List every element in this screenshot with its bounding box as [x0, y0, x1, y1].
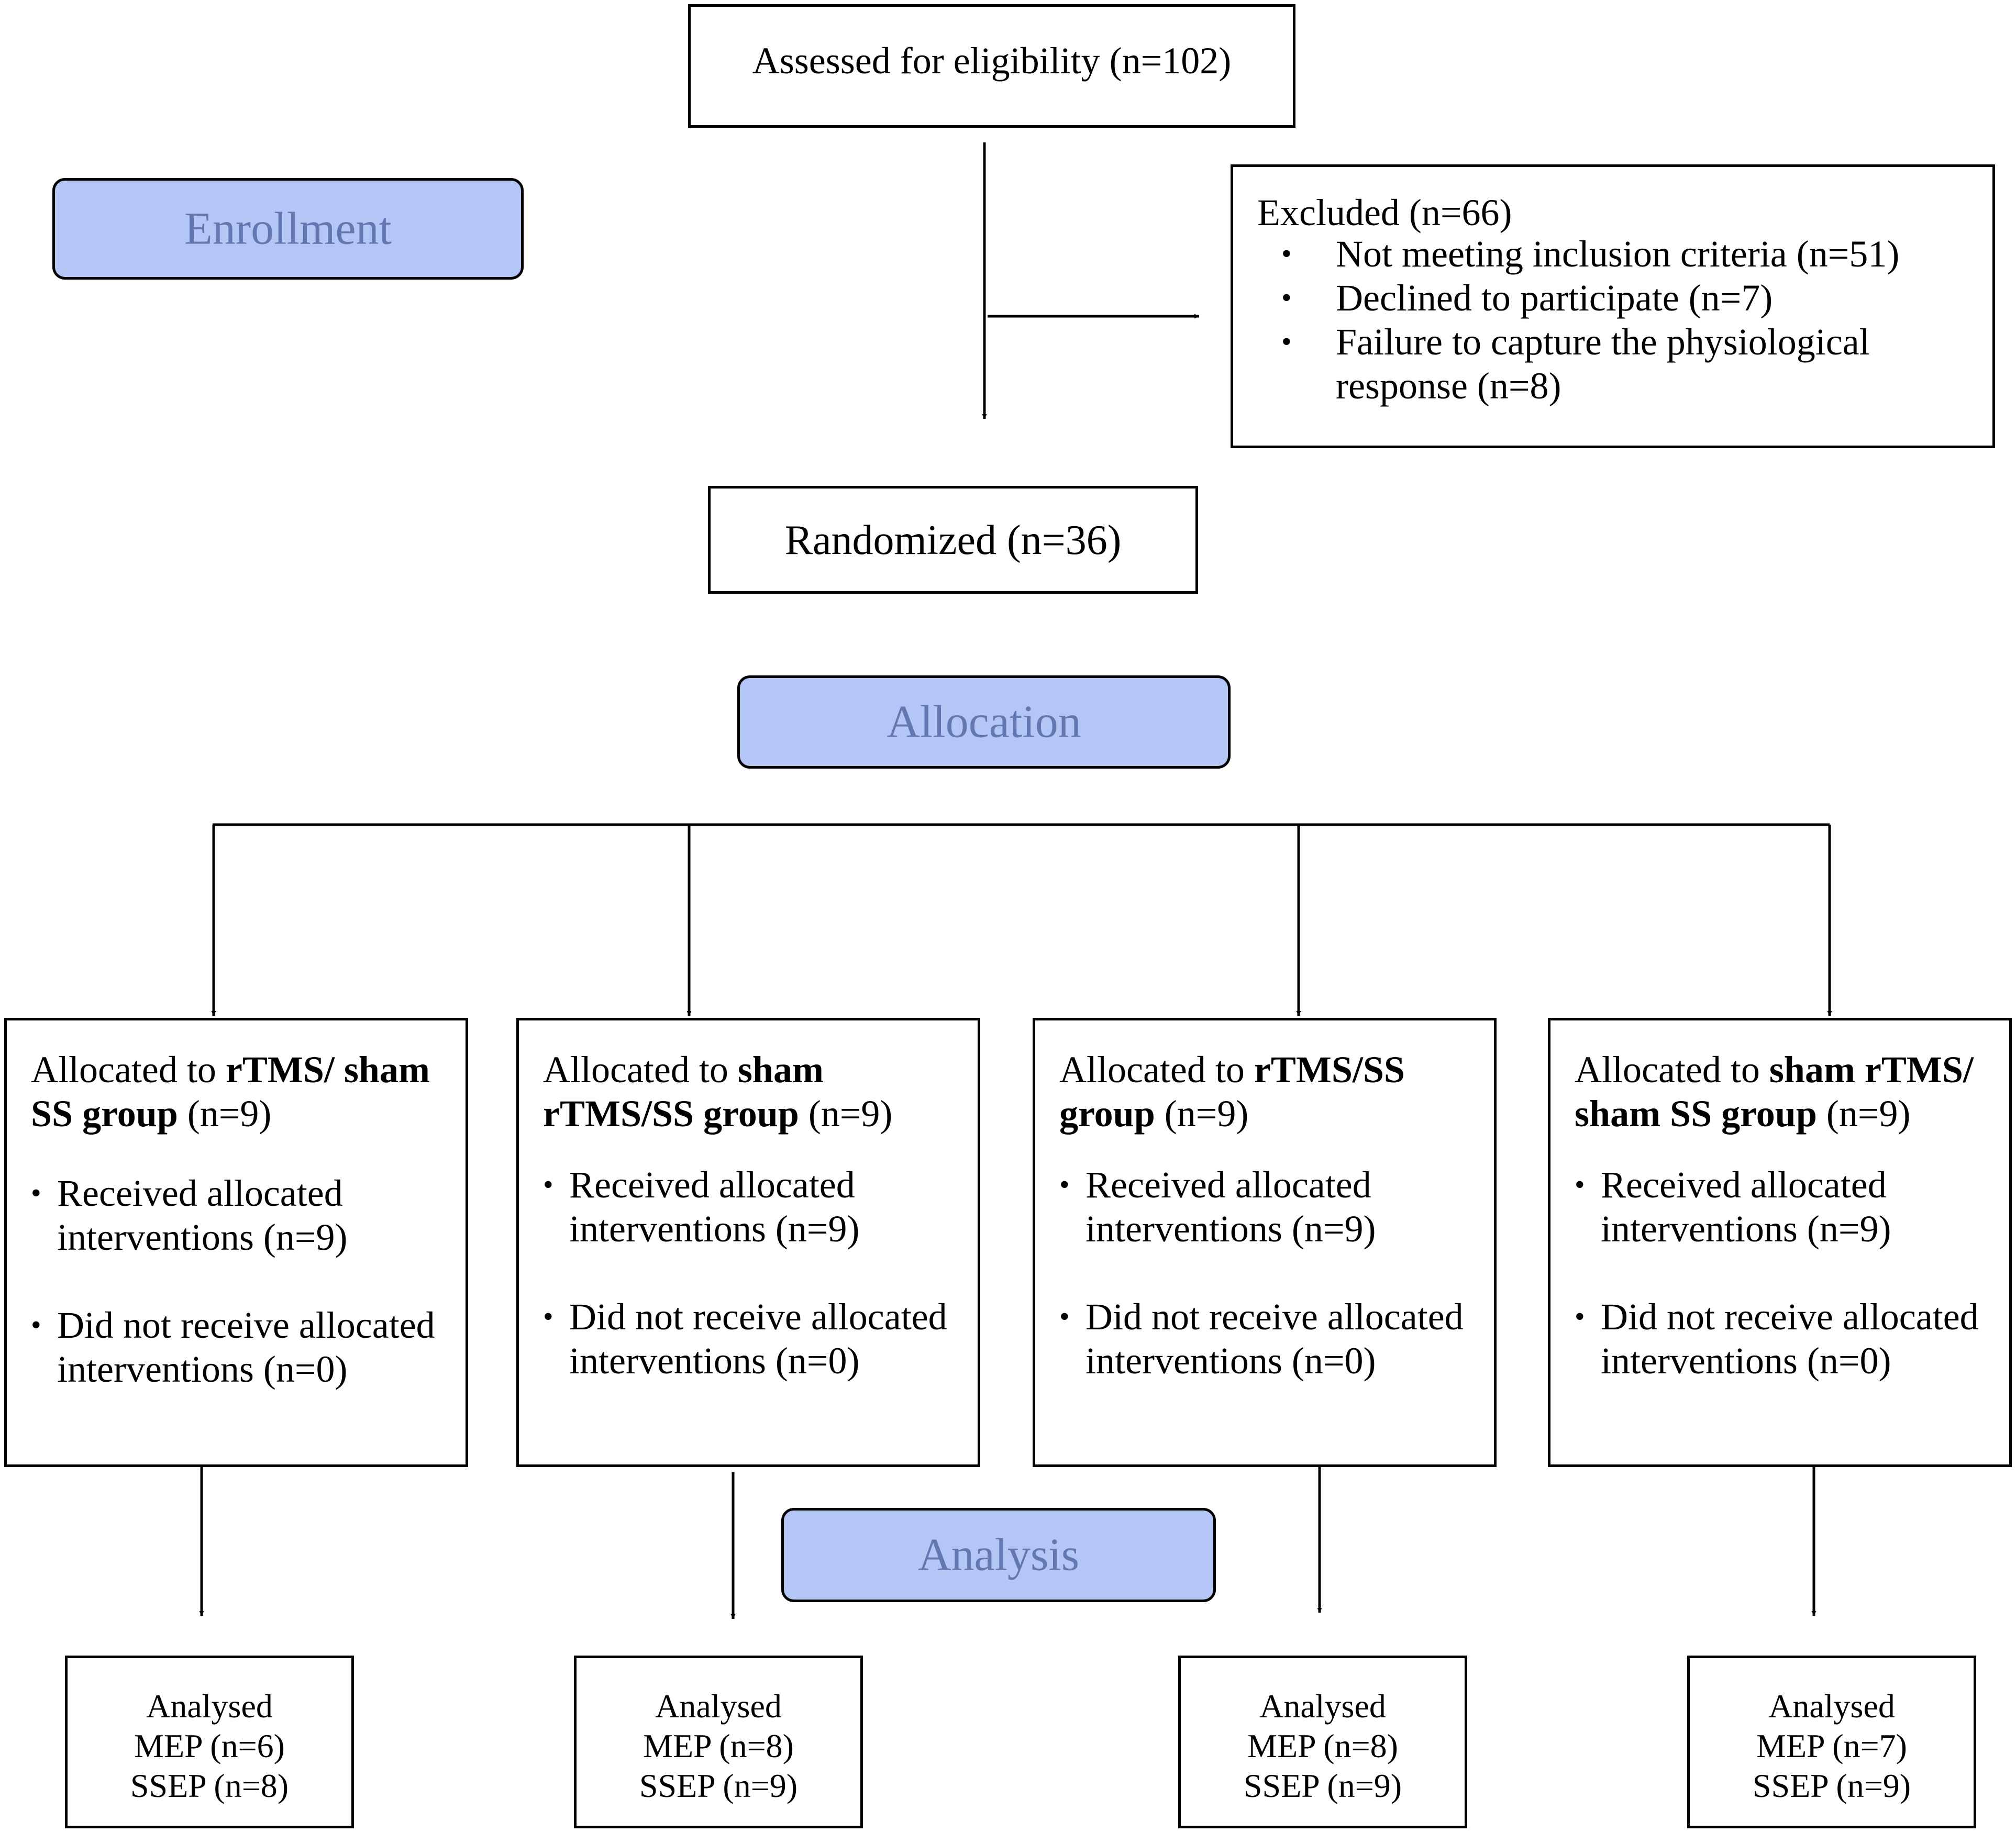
allocated-group-box: Allocated to rTMS/SS group (n=9) Receive… — [1033, 1018, 1497, 1467]
analysed-title: Analysed — [146, 1687, 273, 1725]
assessed-label: Assessed for eligibility (n=102) — [752, 40, 1232, 82]
allocation-phase-label: Allocation — [737, 675, 1231, 769]
received-item: Received allocated interventions (n=9) — [1575, 1163, 1993, 1251]
excluded-reason: Not meeting inclusion criteria (n=51) — [1257, 232, 1912, 276]
excluded-reason: Declined to participate (n=7) — [1257, 276, 1912, 320]
analysed-title: Analysed — [655, 1687, 782, 1725]
allocated-group-box: Allocated to sham rTMS/ sham SS group (n… — [1548, 1018, 2012, 1467]
enrollment-phase-label: Enrollment — [52, 178, 524, 280]
group-heading: Allocated to rTMS/ sham SS group (n=9) — [31, 1049, 430, 1135]
received-item: Received allocated interventions (n=9) — [31, 1171, 450, 1259]
group-name: rTMS/SS group — [1059, 1049, 1405, 1135]
not-received-item: Did not receive allocated interventions … — [1059, 1295, 1478, 1383]
analysed-title: Analysed — [1768, 1687, 1895, 1725]
group-name: sham rTMS/SS group — [543, 1049, 824, 1135]
enrollment-text: Enrollment — [184, 203, 392, 254]
excluded-title: Excluded (n=66) — [1257, 192, 1512, 234]
analysed-box: Analysed MEP (n=7) SSEP (n=9) — [1687, 1656, 1976, 1828]
group-heading: Allocated to rTMS/SS group (n=9) — [1059, 1049, 1405, 1135]
group-name: sham rTMS/ sham SS group — [1575, 1049, 1974, 1135]
excluded-box: Excluded (n=66) Not meeting inclusion cr… — [1231, 164, 1995, 448]
analysed-box: Analysed MEP (n=6) SSEP (n=8) — [65, 1656, 354, 1828]
randomized-box: Randomized (n=36) — [708, 486, 1198, 594]
analysed-mep: MEP (n=8) — [643, 1727, 794, 1764]
analysed-mep: MEP (n=7) — [1756, 1727, 1907, 1764]
analysed-ssep: SSEP (n=9) — [1243, 1767, 1402, 1804]
group-name: rTMS/ sham SS group — [31, 1049, 430, 1135]
analysed-ssep: SSEP (n=8) — [130, 1767, 289, 1804]
intervention-list: Received allocated interventions (n=9) D… — [1059, 1163, 1478, 1427]
group-heading: Allocated to sham rTMS/ sham SS group (n… — [1575, 1049, 1974, 1135]
analysis-text: Analysis — [918, 1529, 1079, 1581]
analysed-ssep: SSEP (n=9) — [639, 1767, 798, 1804]
analysed-mep: MEP (n=8) — [1247, 1727, 1398, 1764]
intervention-list: Received allocated interventions (n=9) D… — [543, 1163, 962, 1427]
intervention-list: Received allocated interventions (n=9) D… — [1575, 1163, 1993, 1427]
analysis-phase-label: Analysis — [781, 1508, 1216, 1602]
analysed-mep: MEP (n=6) — [134, 1727, 285, 1764]
analysed-box: Analysed MEP (n=8) SSEP (n=9) — [1178, 1656, 1467, 1828]
allocation-text: Allocation — [887, 696, 1081, 748]
analysed-title: Analysed — [1259, 1687, 1386, 1725]
randomized-label: Randomized (n=36) — [784, 517, 1122, 563]
not-received-item: Did not receive allocated interventions … — [1575, 1295, 1993, 1383]
not-received-item: Did not receive allocated interventions … — [543, 1295, 962, 1383]
assessed-box: Assessed for eligibility (n=102) — [688, 4, 1295, 128]
analysed-box: Analysed MEP (n=8) SSEP (n=9) — [574, 1656, 863, 1828]
group-heading: Allocated to sham rTMS/SS group (n=9) — [543, 1049, 893, 1135]
received-item: Received allocated interventions (n=9) — [543, 1163, 962, 1251]
excluded-reason: Failure to capture the physiological res… — [1257, 320, 1891, 408]
excluded-reasons-list: Not meeting inclusion criteria (n=51) De… — [1257, 232, 1912, 408]
not-received-item: Did not receive allocated interventions … — [31, 1303, 450, 1391]
allocated-group-box: Allocated to sham rTMS/SS group (n=9) Re… — [516, 1018, 980, 1467]
received-item: Received allocated interventions (n=9) — [1059, 1163, 1478, 1251]
intervention-list: Received allocated interventions (n=9) D… — [31, 1171, 450, 1435]
allocated-group-box: Allocated to rTMS/ sham SS group (n=9) R… — [4, 1018, 468, 1467]
analysed-ssep: SSEP (n=9) — [1752, 1767, 1911, 1804]
